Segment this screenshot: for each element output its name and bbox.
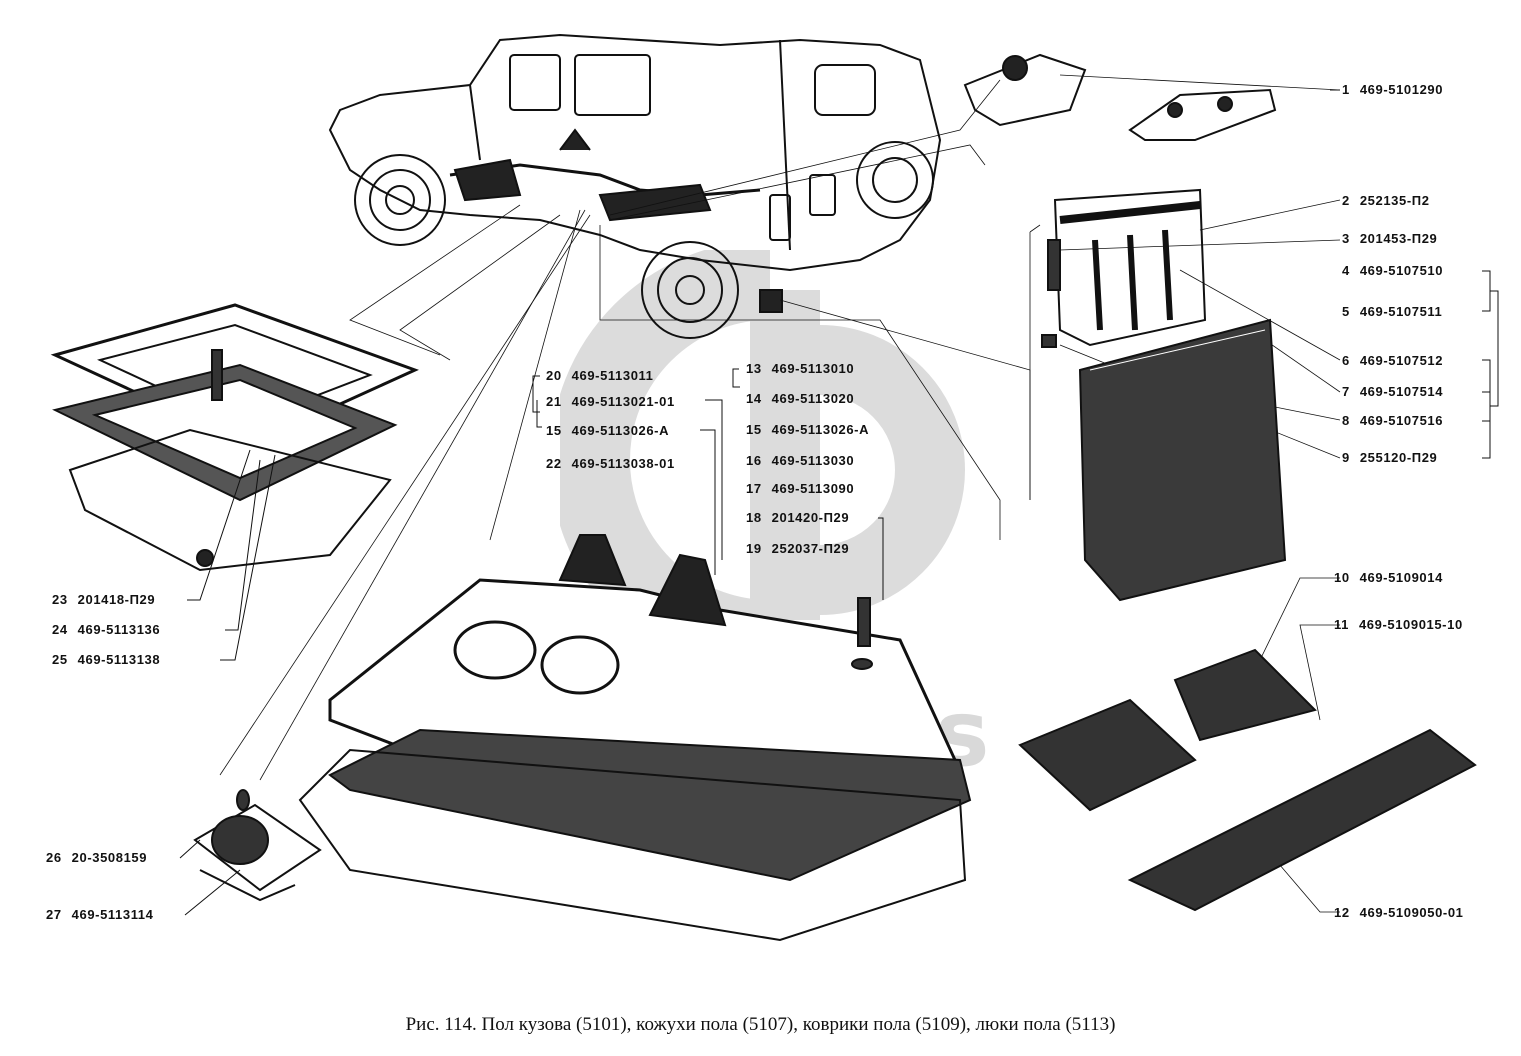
part-number: 469-5107514 [1359,384,1444,399]
floor-mats [1018,648,1477,912]
part-number: 255120-П29 [1359,450,1438,465]
part-number: 469-5107511 [1359,304,1443,319]
part-number: 201418-П29 [77,592,156,607]
callout-brackets [179,89,1499,916]
part-number: 469-5113021-01 [571,394,675,409]
mudflap-assembly [1041,188,1287,602]
part-number: 469-5113010 [771,361,855,376]
part-number: 469-5109014 [1359,570,1443,585]
part-number: 20-3508159 [71,850,148,865]
part-number: 469-5107516 [1359,413,1444,428]
part-number: 469-5113090 [771,481,855,496]
part-number: 469-5109050-01 [1359,905,1464,920]
part-number: 469-5113136 [77,622,161,637]
part-number: 469-5113030 [771,453,855,468]
part-number: 469-5113020 [771,391,855,406]
part-number: 469-5107510 [1359,263,1444,278]
part-number: 469-5113138 [77,652,161,667]
part-number: 469-5107512 [1359,353,1444,368]
drain-plug-assembly [193,789,322,902]
part-number: 252037-П29 [771,541,850,556]
part-number: 201453-П29 [1359,231,1438,246]
floor-panel [298,534,972,942]
part-number: 469-5109015-10 [1358,617,1463,632]
part-number: 469-5101290 [1359,82,1444,97]
part-number: 252135-П2 [1359,193,1430,208]
part-1-floor-bracket [963,53,1277,141]
part-number: 469-5113114 [71,907,154,922]
part-number: 469-5113026-А [771,422,870,437]
figure-caption: Рис. 114. Пол кузова (5101), кожухи пола… [405,1014,1116,1035]
vehicle-illustration [328,33,942,339]
part-number: 469-5113026-А [571,423,670,438]
part-number: 201420-П29 [771,510,850,525]
floor-hatch [50,303,419,572]
part-number: 469-5113038-01 [571,456,675,471]
part-number: 469-5113011 [571,368,654,383]
